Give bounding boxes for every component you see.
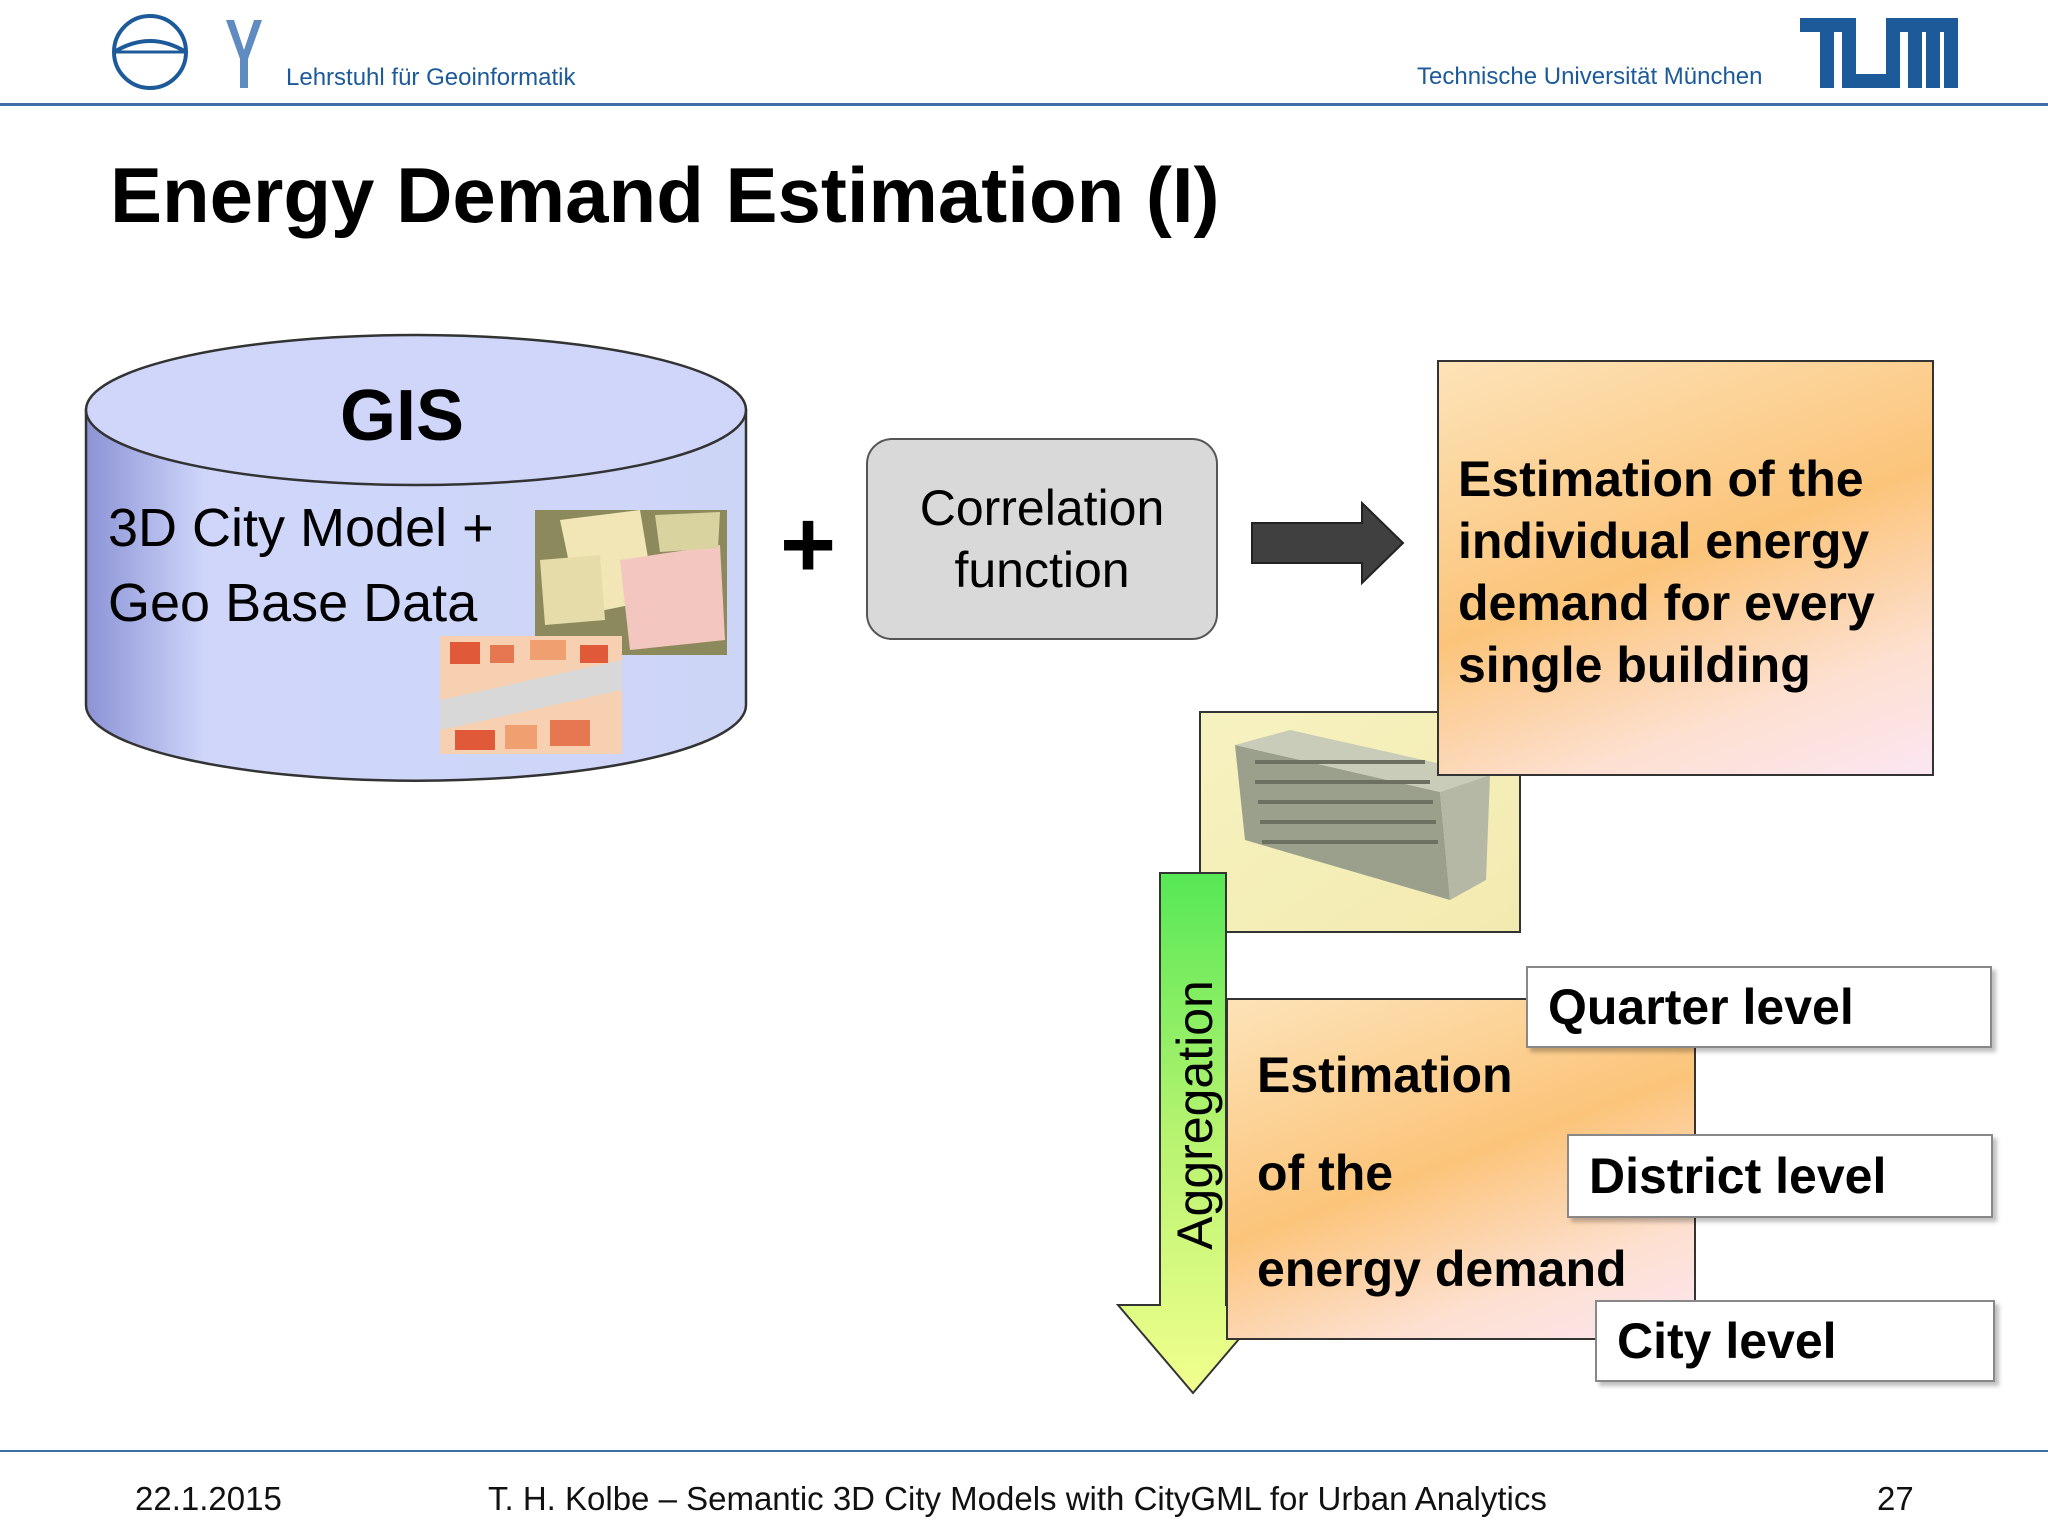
building-estimate-line: individual energy bbox=[1458, 513, 1870, 569]
gis-text-line1: 3D City Model + bbox=[108, 498, 494, 558]
city-level-box: City level bbox=[1595, 1300, 1995, 1382]
aggregate-text-line3: energy demand bbox=[1257, 1241, 1627, 1297]
cadastral-map-thumbnail bbox=[440, 636, 622, 754]
footer-author: T. H. Kolbe – Semantic 3D City Models wi… bbox=[488, 1480, 1547, 1517]
plus-sign: + bbox=[780, 491, 837, 598]
city-level-label: City level bbox=[1617, 1313, 1837, 1369]
aggregate-text-line1: Estimation bbox=[1257, 1047, 1513, 1103]
chair-name: Lehrstuhl für Geoinformatik bbox=[286, 64, 576, 91]
slide-title: Energy Demand Estimation (I) bbox=[110, 151, 1220, 239]
district-level-label: District level bbox=[1589, 1148, 1887, 1204]
gis-text-line2: Geo Base Data bbox=[108, 573, 478, 633]
correlation-function-box: Correlation function bbox=[866, 438, 1218, 640]
header-rule bbox=[0, 103, 2048, 106]
correlation-line2: function bbox=[954, 542, 1130, 598]
quarter-level-label: Quarter level bbox=[1548, 979, 1854, 1035]
gis-label: GIS bbox=[340, 376, 465, 456]
chair-emblem-logo bbox=[226, 20, 262, 88]
quarter-level-box: Quarter level bbox=[1526, 966, 1992, 1048]
university-name: Technische Universität München bbox=[1417, 63, 1763, 90]
city-model-thumbnail bbox=[535, 510, 727, 655]
page-number: 27 bbox=[1877, 1480, 1914, 1517]
right-arrow-icon bbox=[1251, 500, 1405, 586]
footer-rule bbox=[0, 1450, 2048, 1452]
tum-logo bbox=[1800, 18, 1958, 88]
aggregate-text-line2: of the bbox=[1257, 1145, 1394, 1201]
footer-date: 22.1.2015 bbox=[135, 1480, 282, 1517]
building-photo bbox=[1199, 711, 1521, 933]
building-estimate-text: Estimation of the individual energy dema… bbox=[1458, 448, 1928, 696]
building-estimate-line: demand for every bbox=[1458, 575, 1875, 631]
chair-circle-logo bbox=[112, 14, 188, 90]
building-estimate-box bbox=[1437, 360, 1934, 776]
correlation-line1: Correlation bbox=[919, 480, 1165, 536]
building-estimate-line: Estimation of the bbox=[1458, 451, 1864, 507]
aggregation-label-text: Aggregation bbox=[1167, 980, 1223, 1250]
district-level-box: District level bbox=[1567, 1134, 1993, 1218]
aggregation-arrow bbox=[1115, 872, 1271, 1395]
building-estimate-line: single building bbox=[1458, 637, 1811, 693]
